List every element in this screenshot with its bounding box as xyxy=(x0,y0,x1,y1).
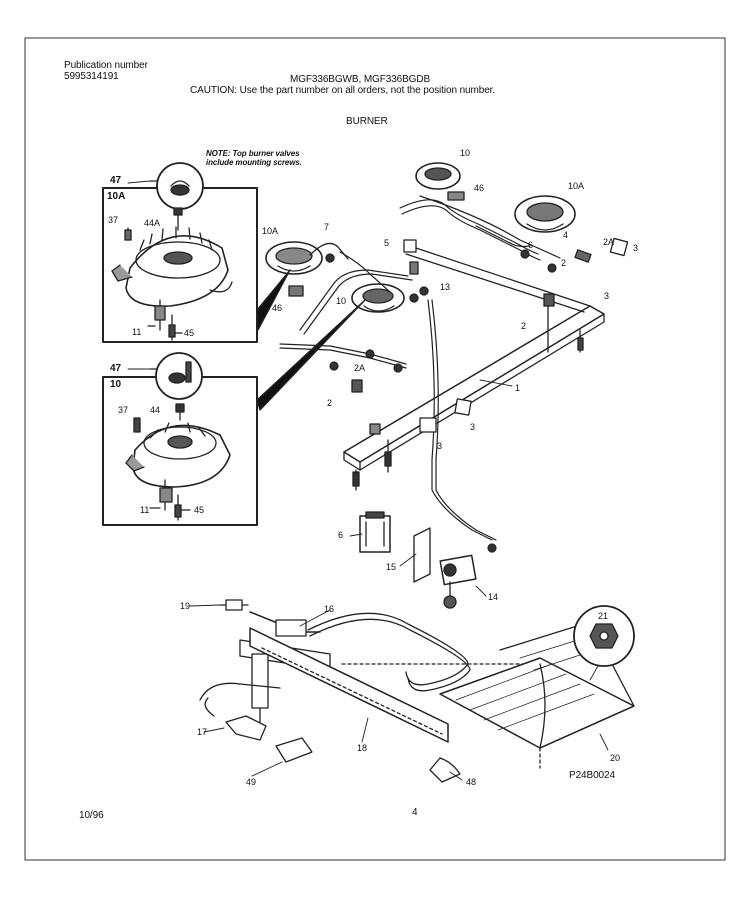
callout-10a-box: 10A xyxy=(107,191,126,202)
callout-10a-mid: 10A xyxy=(262,226,279,236)
lower-assembly xyxy=(199,599,541,783)
callout-20: 20 xyxy=(610,753,621,763)
callout-6-top: 6 xyxy=(528,240,534,250)
callout-2a-right: 2A xyxy=(603,237,615,247)
callout-5: 5 xyxy=(384,238,390,248)
callout-3-r2: 3 xyxy=(604,291,610,301)
callout-16: 16 xyxy=(324,604,335,614)
note-line-2: include mounting screws. xyxy=(206,158,302,167)
page-border xyxy=(24,37,726,861)
callout-48: 48 xyxy=(466,777,477,787)
callout-46-mid: 46 xyxy=(272,303,283,313)
callout-45: 45 xyxy=(184,328,195,338)
callout-19: 19 xyxy=(180,601,191,611)
publication-label: Publication number xyxy=(64,60,148,71)
callout-47: 47 xyxy=(110,175,122,186)
callout-3-r1: 3 xyxy=(633,243,639,253)
model-numbers: MGF336BGWB, MGF336BGDB xyxy=(290,74,431,85)
callout-21: 21 xyxy=(598,611,609,621)
callout-1: 1 xyxy=(515,383,521,393)
callout-47-b: 47 xyxy=(110,363,122,374)
gas-tubes xyxy=(279,195,561,553)
figure-code: P24B0024 xyxy=(569,770,615,781)
callout-7: 7 xyxy=(324,222,330,232)
callout-18: 18 xyxy=(357,743,368,753)
pointer-wedge-10 xyxy=(256,299,366,411)
callout-6-valve: 6 xyxy=(338,530,344,540)
page-number: 4 xyxy=(412,807,418,818)
callout-37: 37 xyxy=(108,215,119,225)
callout-2-mid: 2 xyxy=(327,398,333,408)
callout-10-mid: 10 xyxy=(336,296,347,306)
callout-3-m2: 3 xyxy=(470,422,476,432)
callout-3-m1: 3 xyxy=(437,441,443,451)
callout-2-side: 2 xyxy=(521,321,527,331)
manifold-bar xyxy=(343,239,605,471)
callout-2a-mid: 2A xyxy=(354,363,366,373)
callout-2-right: 2 xyxy=(561,258,567,268)
callout-11: 11 xyxy=(132,327,142,337)
callout-10-top: 10 xyxy=(460,148,471,158)
callout-45-b: 45 xyxy=(194,505,205,515)
callout-14: 14 xyxy=(488,592,499,602)
callout-49: 49 xyxy=(246,777,257,787)
callout-leaders xyxy=(127,180,609,781)
footer-date: 10/96 xyxy=(79,810,104,821)
callout-4: 4 xyxy=(563,230,569,240)
callout-37-b: 37 xyxy=(118,405,129,415)
burner-assembly-top xyxy=(415,162,629,263)
detail-box-10 xyxy=(102,352,258,526)
callout-44: 44 xyxy=(150,405,161,415)
callout-10a-top: 10A xyxy=(568,181,585,191)
pointer-wedge-10a xyxy=(256,269,291,331)
detail-box-10a xyxy=(102,162,258,343)
note-line-1: NOTE: Top burner valves xyxy=(206,149,300,158)
callout-13: 13 xyxy=(440,282,451,292)
callout-15: 15 xyxy=(386,562,397,572)
callout-11-b: 11 xyxy=(140,505,150,515)
baffle-and-nut xyxy=(439,605,635,749)
callout-10-box: 10 xyxy=(110,379,122,390)
callout-46-top: 46 xyxy=(474,183,485,193)
callout-17: 17 xyxy=(197,727,208,737)
caution-text: CAUTION: Use the part number on all orde… xyxy=(190,85,496,96)
mounting-brackets xyxy=(351,379,472,491)
burner-assembly-mid xyxy=(265,241,429,313)
publication-number: 5995314191 xyxy=(64,71,119,82)
section-title: BURNER xyxy=(346,116,388,127)
callout-44a: 44A xyxy=(144,218,161,228)
valve-group xyxy=(359,511,477,609)
